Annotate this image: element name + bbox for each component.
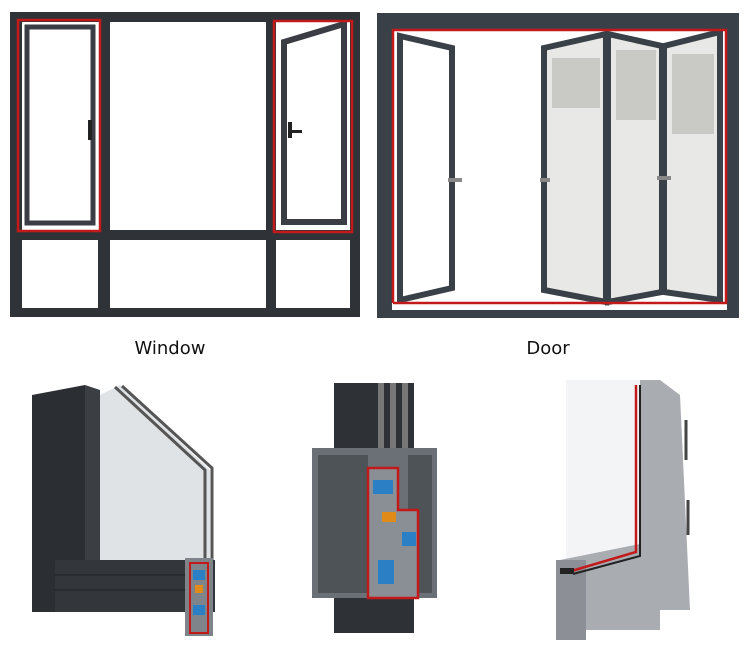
silver-profile-section bbox=[556, 380, 690, 640]
window-caption: Window bbox=[134, 338, 206, 359]
door-profile-section bbox=[312, 383, 437, 633]
door-illustration bbox=[377, 13, 739, 318]
window-profile-section bbox=[32, 384, 215, 636]
door-caption: Door bbox=[526, 338, 570, 359]
window-illustration bbox=[10, 12, 360, 317]
